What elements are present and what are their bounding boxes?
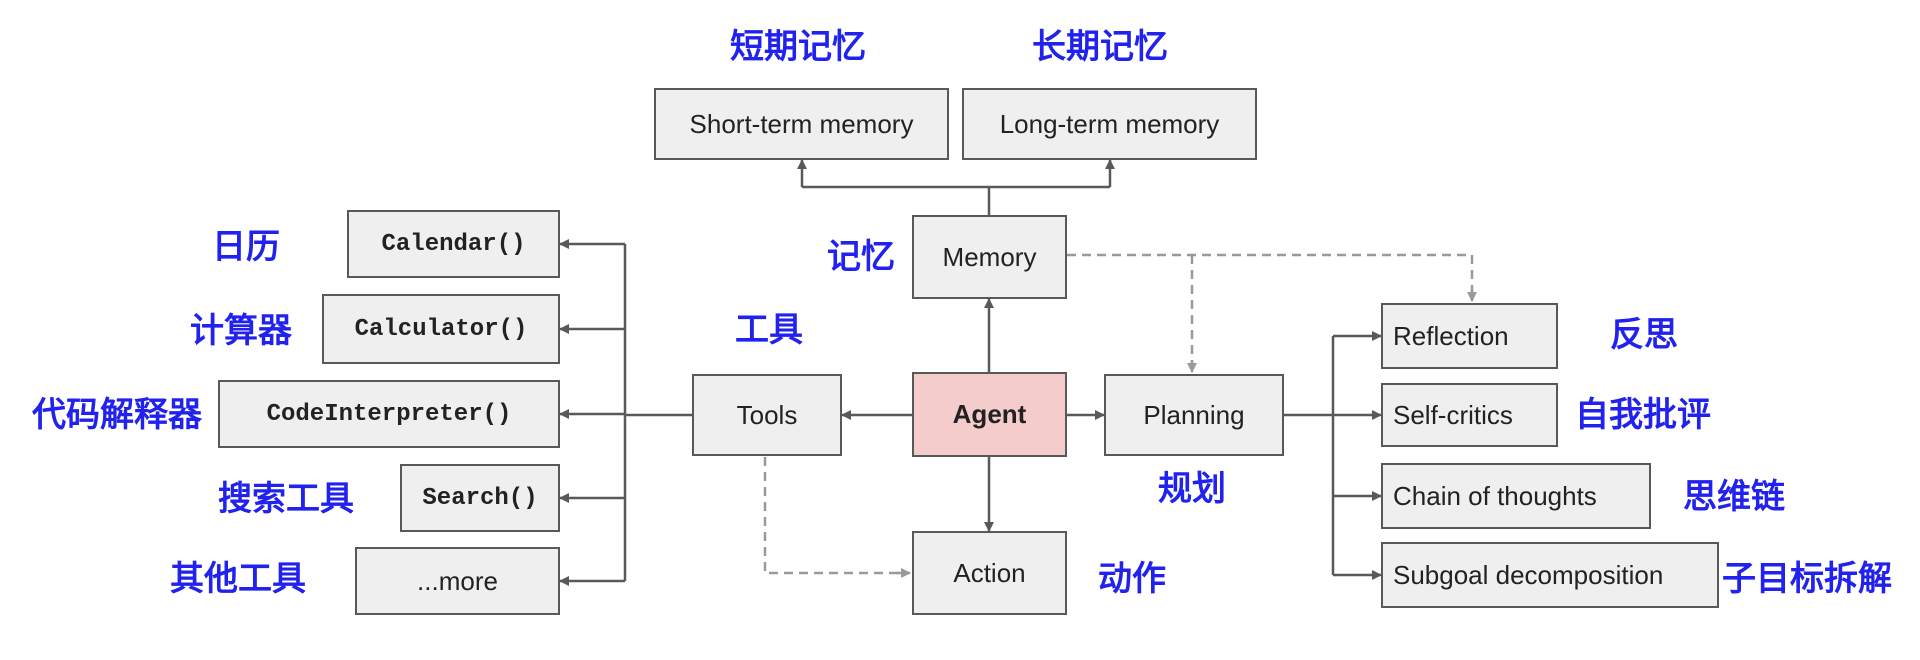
label-search: 搜索工具: [218, 479, 354, 519]
action-box: Action: [912, 531, 1067, 615]
chain-of-thoughts-box: Chain of thoughts: [1381, 463, 1651, 529]
tools-box: Tools: [692, 374, 842, 456]
connector-planning-bus: [1284, 336, 1335, 575]
label-long-term-memory: 长期记忆: [1032, 27, 1168, 67]
label-code-interpreter: 代码解释器: [32, 395, 202, 435]
label-calculator: 计算器: [190, 311, 292, 351]
code-interpreter-box: CodeInterpreter(): [218, 380, 560, 448]
dashed-tools-action: [763, 457, 900, 575]
label-action: 动作: [1098, 559, 1166, 599]
long-term-memory-box: Long-term memory: [962, 88, 1257, 160]
search-box: Search(): [400, 464, 560, 532]
subgoal-decomposition-box: Subgoal decomposition: [1381, 542, 1719, 608]
label-self-critics: 自我批评: [1575, 395, 1711, 435]
self-critics-box: Self-critics: [1381, 383, 1558, 447]
planning-box: Planning: [1104, 374, 1284, 456]
calculator-box: Calculator(): [322, 294, 560, 364]
connector-memory-stem: [802, 185, 1110, 215]
label-tools: 工具: [735, 310, 803, 350]
label-subgoal-decomposition: 子目标拆解: [1722, 559, 1892, 599]
calendar-box: Calendar(): [347, 210, 560, 278]
reflection-box: Reflection: [1381, 303, 1558, 369]
agent-box: Agent: [912, 372, 1067, 457]
label-short-term-memory: 短期记忆: [730, 27, 866, 67]
label-calendar: 日历: [212, 227, 280, 267]
label-planning: 规划: [1158, 469, 1226, 509]
label-more: 其他工具: [170, 559, 306, 599]
label-reflection: 反思: [1610, 315, 1678, 355]
memory-box: Memory: [912, 215, 1067, 299]
connector-tools-bus: [623, 244, 692, 581]
label-chain-of-thoughts: 思维链: [1683, 477, 1785, 517]
short-term-memory-box: Short-term memory: [654, 88, 949, 160]
label-memory: 记忆: [827, 237, 895, 277]
more-box: ...more: [355, 547, 560, 615]
